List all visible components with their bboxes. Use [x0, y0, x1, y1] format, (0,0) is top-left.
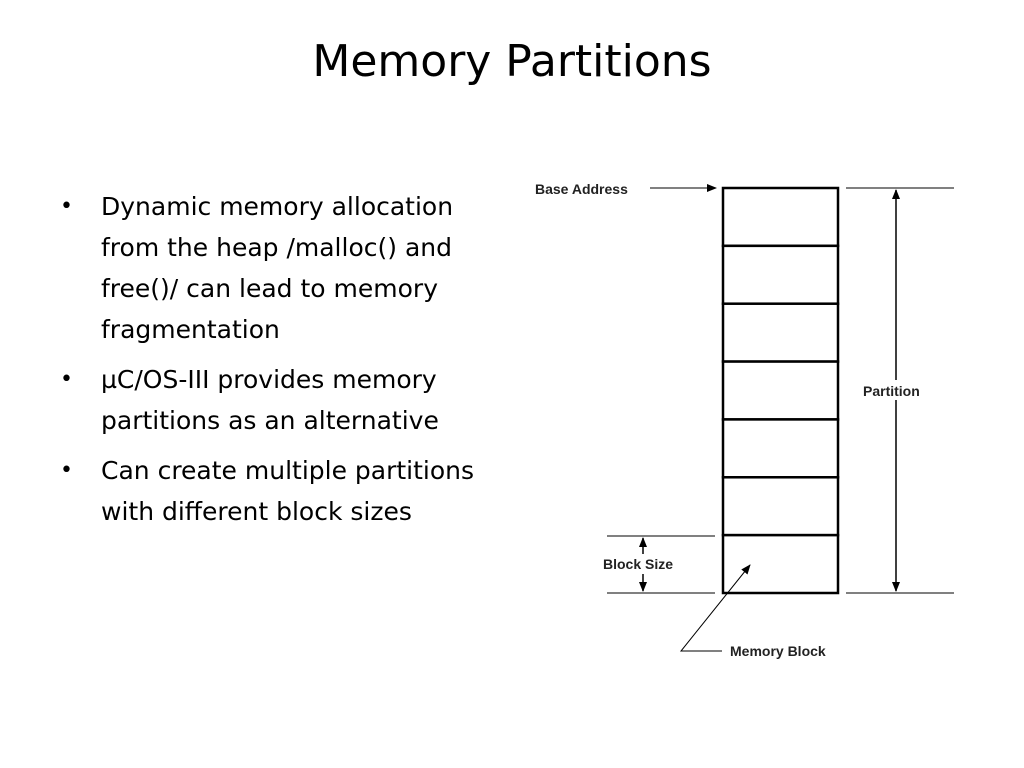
memory-block — [721, 476, 840, 537]
bullet-icon: • — [60, 194, 73, 219]
memory-block — [721, 302, 840, 363]
bullet-item: • Dynamic memory allocation from the hea… — [58, 186, 498, 350]
bullet-icon: • — [60, 367, 73, 392]
base-address-label: Base Address — [535, 181, 628, 197]
bullet-text: Dynamic memory allocation from the heap … — [101, 192, 454, 344]
memory-block — [721, 533, 840, 595]
bullet-list: • Dynamic memory allocation from the hea… — [58, 186, 498, 541]
bullet-text: µC/OS-III provides memory partitions as … — [101, 365, 439, 435]
block-size-label: Block Size — [603, 556, 673, 572]
memory-block — [721, 244, 840, 305]
memory-block — [721, 186, 840, 248]
partition-label: Partition — [863, 383, 920, 399]
bullet-icon: • — [60, 458, 73, 483]
memory-block — [721, 418, 840, 479]
memory-block-label: Memory Block — [730, 643, 826, 659]
slide-title: Memory Partitions — [312, 36, 712, 87]
partition-blocks — [721, 186, 840, 595]
bullet-item: • µC/OS-III provides memory partitions a… — [58, 359, 498, 441]
bullet-item: • Can create multiple partitions with di… — [58, 450, 498, 532]
memory-block — [721, 360, 840, 421]
bullet-text: Can create multiple partitions with diff… — [101, 456, 475, 526]
memory-block-leader-line — [679, 564, 751, 652]
